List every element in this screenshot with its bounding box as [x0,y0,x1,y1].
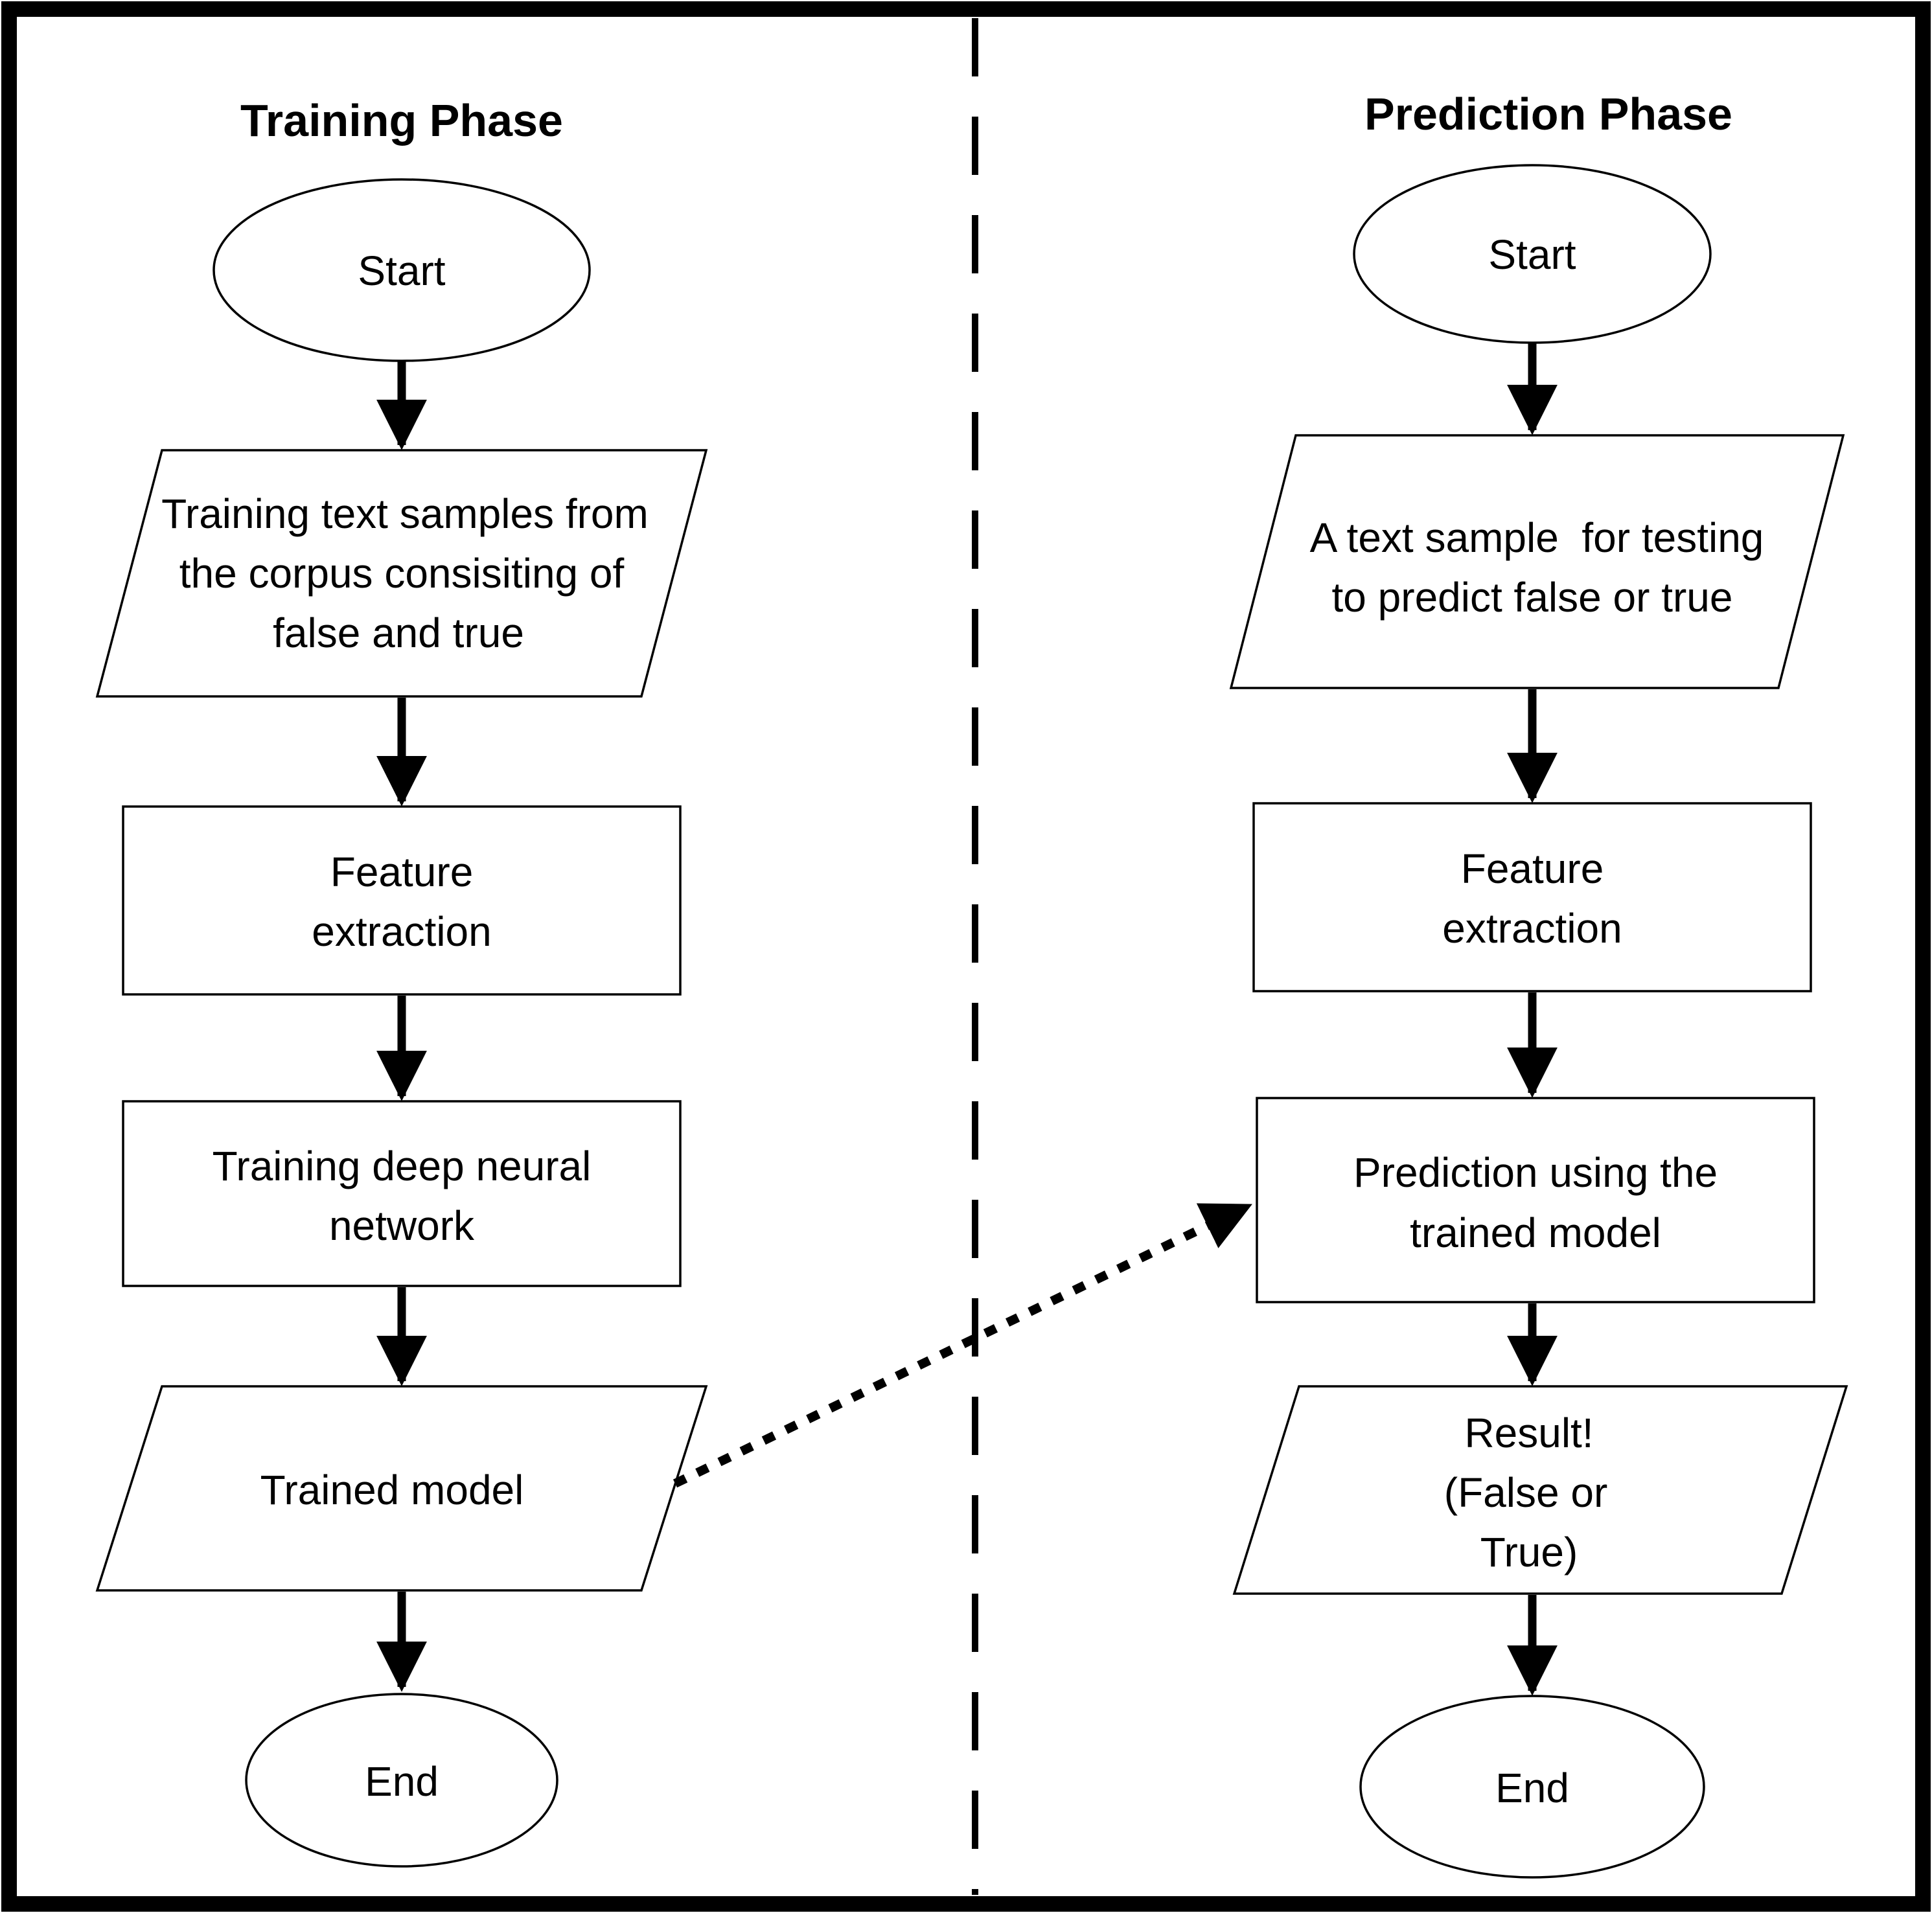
prediction-using-model-line2: trained model [1410,1209,1661,1256]
prediction-start-label: Start [1488,231,1576,278]
prediction-using-model-box [1256,1097,1815,1303]
training-start-label: Start [358,247,445,294]
prediction-input-line1: A text sample for testing [1310,514,1764,561]
trained-model-label: Trained model [260,1467,524,1513]
prediction-end-ellipse [1359,1695,1705,1879]
result-line3: True) [1480,1529,1578,1575]
training-input-parallelogram [95,449,708,698]
training-end-ellipse [245,1693,558,1868]
prediction-phase-title: Prediction Phase [1364,89,1732,139]
training-dnn-line2: network [329,1202,475,1249]
prediction-input-parallelogram [1229,434,1845,689]
training-dnn-box [122,1100,682,1287]
prediction-feature-line1: Feature [1461,845,1604,892]
result-line2: (False or [1444,1469,1608,1516]
training-phase-title: Training Phase [240,95,563,146]
training-input-line3: false and true [273,610,524,656]
training-input-line1: Training text samples from [161,490,649,537]
training-feature-line2: extraction [312,908,491,955]
trained-model-parallelogram [95,1385,708,1592]
prediction-end-label: End [1495,1765,1569,1811]
prediction-phase-column: Prediction Phase Start A text sample for… [1229,89,1848,1879]
training-feature-line1: Feature [330,849,474,895]
prediction-feature-line2: extraction [1442,905,1622,952]
training-phase-column: Training Phase Start Training text sampl… [95,95,708,1868]
result-parallelogram [1232,1385,1848,1595]
trained-model-to-prediction-dotted-arrow [673,1202,1252,1488]
training-input-line2: the corpus consisiting of [179,550,625,597]
training-feature-extraction-box [122,805,682,996]
prediction-using-model-line1: Prediction using the [1353,1149,1718,1196]
training-dnn-line1: Training deep neural [213,1143,592,1189]
training-end-label: End [365,1758,439,1805]
result-line1: Result! [1464,1410,1593,1456]
prediction-feature-extraction-box [1252,802,1812,992]
prediction-input-line2: to predict false or true [1332,574,1733,621]
